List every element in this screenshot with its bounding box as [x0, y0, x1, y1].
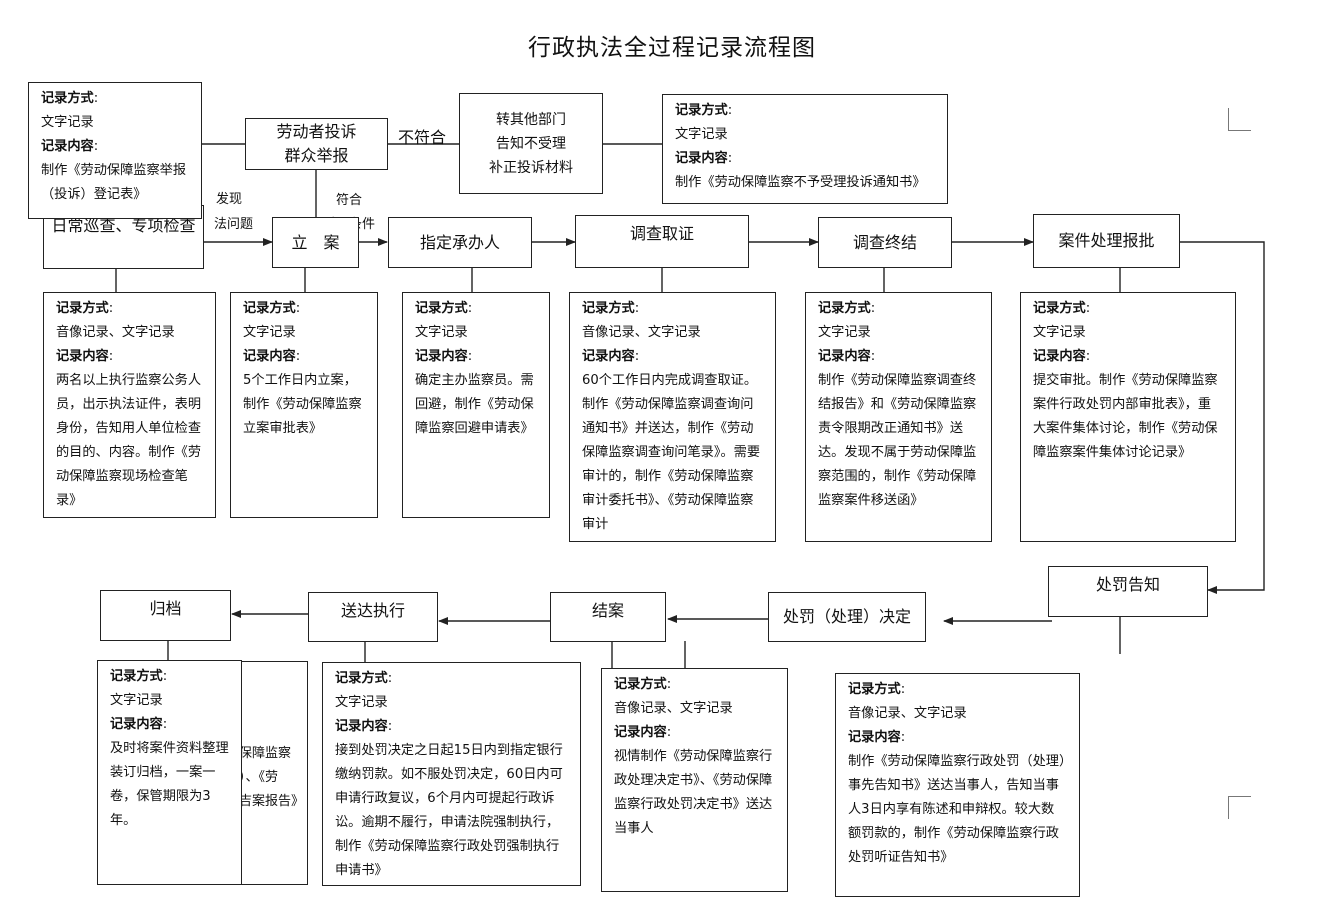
node-deliver-label: 送达执行 — [340, 601, 405, 620]
node-complaint: 劳动者投诉 群众举报 — [245, 118, 388, 170]
edge-label-illegal: 法问题 — [214, 217, 254, 232]
record-notice-method: 音像记录、文字记录 — [848, 706, 967, 721]
node-refer: 转其他部门 告知不受理 补正投诉材料 — [459, 93, 603, 194]
record-patrol-method: 音像记录、文字记录 — [56, 325, 175, 340]
record-assign-method: 文字记录 — [415, 325, 468, 340]
node-complaint-label: 劳动者投诉 群众举报 — [276, 122, 357, 165]
node-notice: 处罚告知 — [1048, 566, 1208, 617]
record-investigate-content: 60个工作日内完成调查取证。制作《劳动保障监察调查询问通知书》并送达，制作《劳动… — [582, 373, 761, 532]
record-complaint-method: 文字记录 — [41, 115, 94, 130]
node-close-label: 结案 — [591, 601, 624, 620]
record-refer-method: 文字记录 — [675, 127, 728, 142]
record-hidden-fragment-text: 保障监察 ）、《劳 吉案报告》 — [239, 746, 305, 809]
node-approve-label: 案件处理报批 — [1058, 231, 1155, 250]
record-investigate-method: 音像记录、文字记录 — [582, 325, 701, 340]
record-conclude: 记录方式: 文字记录 记录内容: 制作《劳动保障监察调查终结报告》和《劳动保障监… — [805, 292, 992, 542]
corner-mark-bottom — [1228, 796, 1251, 819]
record-refer-content: 制作《劳动保障监察不予受理投诉通知书》 — [675, 175, 926, 190]
record-register-method: 文字记录 — [243, 325, 296, 340]
edge-label-match: 符合 — [336, 193, 363, 208]
record-notice: 记录方式: 音像记录、文字记录 记录内容: 制作《劳动保障监察行政处罚（处理）事… — [835, 673, 1080, 897]
page-title: 行政执法全过程记录流程图 — [528, 35, 816, 61]
node-register-label: 立 案 — [291, 232, 340, 252]
record-archive-method: 文字记录 — [110, 693, 163, 708]
record-conclude-method: 文字记录 — [818, 325, 871, 340]
corner-mark-top — [1228, 108, 1251, 131]
record-patrol: 记录方式: 音像记录、文字记录 记录内容: 两名以上执行监察公务人员，出示执法证… — [43, 292, 216, 518]
node-deliver: 送达执行 — [308, 592, 438, 642]
node-archive: 归档 — [100, 590, 231, 641]
record-notice-content: 制作《劳动保障监察行政处罚（处理）事先告知书》送达当事人，告知当事人3日内享有陈… — [848, 754, 1066, 865]
record-conclude-content: 制作《劳动保障监察调查终结报告》和《劳动保障监察责令限期改正通知书》送达。发现不… — [818, 373, 977, 508]
node-decision: 处罚（处理）决定 — [768, 592, 926, 642]
record-refer: 记录方式: 文字记录 记录内容: 制作《劳动保障监察不予受理投诉通知书》 — [662, 94, 948, 204]
node-investigate: 调查取证 — [575, 215, 749, 268]
record-assign-content: 确定主办监察员。需回避，制作《劳动保障监察回避申请表》 — [415, 373, 534, 436]
record-patrol-content: 两名以上执行监察公务人员，出示执法证件，表明身份，告知用人单位检查的目的、内容。… — [56, 373, 202, 508]
record-close: 记录方式: 音像记录、文字记录 记录内容: 视情制作《劳动保障监察行政处理决定书… — [601, 668, 788, 892]
node-refer-label: 转其他部门 告知不受理 补正投诉材料 — [489, 111, 573, 176]
record-investigate: 记录方式: 音像记录、文字记录 记录内容: 60个工作日内完成调查取证。制作《劳… — [569, 292, 776, 542]
record-register: 记录方式: 文字记录 记录内容: 5个工作日内立案，制作《劳动保障监察立案审批表… — [230, 292, 378, 518]
node-notice-label: 处罚告知 — [1095, 575, 1160, 594]
edge-label-not-match: 不符合 — [398, 128, 447, 147]
record-complaint-content: 制作《劳动保障监察举报（投诉）登记表》 — [41, 163, 187, 202]
node-conclude: 调查终结 — [818, 217, 952, 268]
node-archive-label: 归档 — [149, 599, 182, 618]
node-investigate-label: 调查取证 — [629, 224, 694, 243]
edge-label-found: 发现 — [216, 192, 243, 207]
record-approve: 记录方式: 文字记录 记录内容: 提交审批。制作《劳动保障监察案件行政处罚内部审… — [1020, 292, 1236, 542]
record-approve-method: 文字记录 — [1033, 325, 1086, 340]
node-close: 结案 — [550, 592, 666, 642]
record-close-method: 音像记录、文字记录 — [614, 701, 733, 716]
record-approve-content: 提交审批。制作《劳动保障监察案件行政处罚内部审批表》，重大案件集体讨论，制作《劳… — [1033, 373, 1218, 460]
node-approve: 案件处理报批 — [1033, 214, 1180, 268]
node-conclude-label: 调查终结 — [852, 232, 917, 252]
node-register: 立 案 — [272, 217, 359, 268]
record-register-content: 5个工作日内立案，制作《劳动保障监察立案审批表》 — [243, 373, 362, 436]
record-deliver-method: 文字记录 — [335, 695, 388, 710]
record-deliver-content: 接到处罚决定之日起15日内到指定银行缴纳罚款。如不服处罚决定，60日内可申请行政… — [335, 743, 563, 878]
record-complaint: 记录方式: 文字记录 记录内容: 制作《劳动保障监察举报（投诉）登记表》 — [28, 82, 202, 219]
node-assign-label: 指定承办人 — [419, 232, 500, 252]
node-assign: 指定承办人 — [388, 217, 532, 268]
record-assign: 记录方式: 文字记录 记录内容: 确定主办监察员。需回避，制作《劳动保障监察回避… — [402, 292, 550, 518]
node-patrol-label: 日常巡查、专项检查 — [51, 216, 196, 235]
record-archive-content: 及时将案件资料整理装订归档，一案一卷，保管期限为3年。 — [110, 741, 229, 828]
record-deliver: 记录方式: 文字记录 记录内容: 接到处罚决定之日起15日内到指定银行缴纳罚款。… — [322, 662, 581, 886]
record-archive: 记录方式: 文字记录 记录内容: 及时将案件资料整理装订归档，一案一卷，保管期限… — [97, 660, 242, 885]
record-close-content: 视情制作《劳动保障监察行政处理决定书》、《劳动保障监察行政处罚决定书》送达当事人 — [614, 749, 773, 836]
node-decision-label: 处罚（处理）决定 — [782, 607, 911, 626]
